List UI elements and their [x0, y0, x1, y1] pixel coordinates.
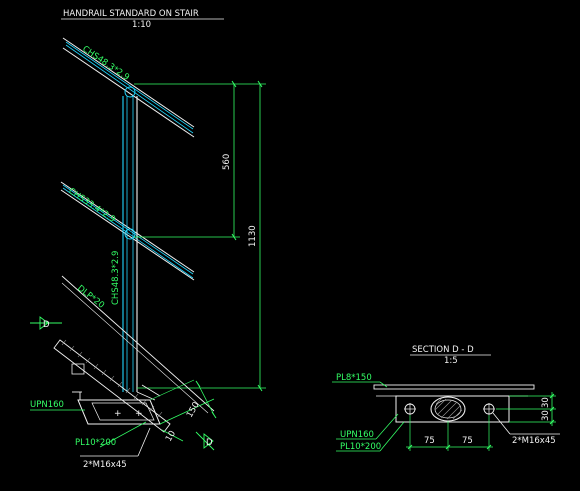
upn-label: UPN160 [30, 400, 64, 410]
dimension-10: 10 [164, 429, 178, 443]
stair-stringer [61, 275, 215, 414]
top-plate [373, 384, 535, 390]
svg-text:+: + [114, 409, 122, 419]
bolt-left [404, 403, 416, 415]
upper-handrail [62, 37, 195, 138]
tube-section [430, 396, 466, 422]
section-plate-label: PL10*200 [340, 442, 381, 452]
dimension-plate [149, 379, 217, 442]
dimension-vertical [134, 80, 266, 392]
stair-label: DLP*20 [75, 283, 106, 310]
main-scale: 1:10 [132, 20, 151, 30]
plate-leader [99, 421, 147, 448]
section-title: SECTION D - D [412, 345, 474, 355]
mid-rail-label: CHS33.4*2.9 [66, 186, 117, 225]
plate-label: PL10*200 [75, 438, 116, 448]
bolt-right [483, 403, 495, 415]
top-plate-label: PL8*150 [336, 373, 372, 383]
post-label: CHS48.3*2.9 [111, 251, 121, 305]
upn-channel: + + [53, 339, 171, 433]
section-marker-top[interactable] [30, 316, 62, 330]
section-dim-v1: 30 [541, 397, 551, 408]
section-dim-left: 75 [424, 436, 435, 446]
svg-text:+: + [135, 409, 143, 419]
section-marker-bottom[interactable] [195, 431, 215, 451]
section-dim-right: 75 [462, 436, 473, 446]
section-dimension-horizontal [406, 415, 493, 451]
main-title: HANDRAIL STANDARD ON STAIR [63, 9, 199, 19]
section-view: SECTION D - D 1:5 PL8*150 [332, 345, 560, 452]
dimension-150: 150 [185, 400, 202, 419]
dimension-560: 560 [222, 154, 232, 170]
mid-rail [60, 181, 195, 281]
section-dim-v2: 30 [541, 410, 551, 421]
section-bolt-label: 2*M16x45 [512, 436, 556, 446]
section-marker-top-label: D [43, 320, 50, 330]
section-upn-label: UPN160 [340, 430, 374, 440]
section-marker-bottom-label: D [206, 438, 213, 448]
bolt-leader-d [137, 427, 151, 457]
section-dimension-vertical [496, 392, 556, 426]
section-scale: 1:5 [444, 356, 458, 366]
main-view: HANDRAIL STANDARD ON STAIR 1:10 CHS48.3*… [30, 9, 266, 470]
vertical-post [122, 86, 138, 392]
dimension-1130: 1130 [248, 225, 258, 247]
bolt-label: 2*M16x45 [83, 460, 127, 470]
